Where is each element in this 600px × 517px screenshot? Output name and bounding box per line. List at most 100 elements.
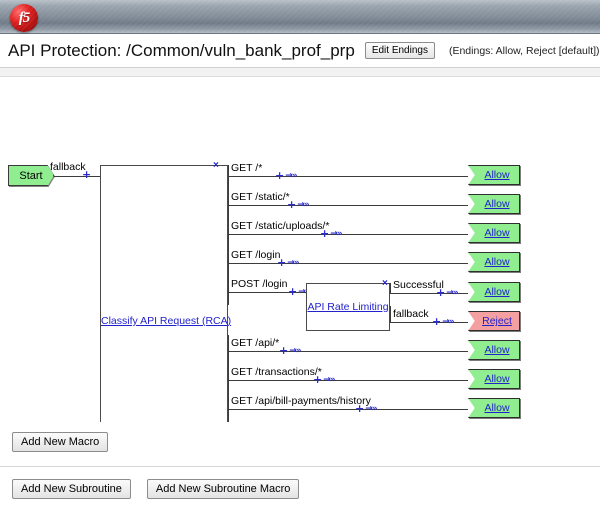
ending-shape[interactable]: Allow xyxy=(468,340,520,360)
ending-label[interactable]: Allow xyxy=(484,402,510,414)
branch-stub-4 xyxy=(228,247,229,276)
branch-line-8 xyxy=(228,409,468,410)
branch-line-3 xyxy=(228,234,468,235)
rl-branch-connector-1[interactable]: + →» xyxy=(436,286,459,299)
branch-stub-2 xyxy=(228,189,229,218)
add-new-macro-button[interactable]: Add New Macro xyxy=(12,432,109,452)
api-rate-limiting-box[interactable]: API Rate Limiting xyxy=(306,283,390,331)
ending-shape[interactable]: Allow xyxy=(468,223,520,243)
close-icon[interactable]: × xyxy=(213,160,219,171)
add-step-icon[interactable]: + xyxy=(275,169,285,182)
rl-branch-line-1 xyxy=(390,293,468,294)
start-branch-connector[interactable]: + xyxy=(82,168,92,181)
rl-branch-label-1: Successful xyxy=(393,279,444,291)
add-new-subroutine-button[interactable]: Add New Subroutine xyxy=(12,479,131,499)
ending-node-allow-2[interactable]: Allow xyxy=(468,194,520,214)
ending-label[interactable]: Allow xyxy=(484,169,510,181)
footer-actions: Add New Macro Add New Subroutine Add New… xyxy=(0,422,600,499)
title-underbar xyxy=(0,68,600,77)
add-step-icon[interactable]: + xyxy=(320,227,330,240)
branch-arrow-icon[interactable]: →» xyxy=(289,346,301,356)
branch-connector-5[interactable]: + →» xyxy=(288,285,311,298)
rl-branch-connector-2[interactable]: + →» xyxy=(432,315,455,328)
branch-connector-1[interactable]: + →» xyxy=(275,169,298,182)
start-to-box-line xyxy=(54,176,100,177)
branch-label-5: POST /login xyxy=(231,278,288,290)
add-step-icon[interactable]: + xyxy=(287,198,297,211)
ending-node-allow-3[interactable]: Allow xyxy=(468,223,520,243)
branch-arrow-icon[interactable]: →» xyxy=(442,317,454,327)
endings-summary-text: (Endings: Allow, Reject [default]) xyxy=(448,44,600,57)
branch-connector-7[interactable]: + →» xyxy=(313,373,336,386)
ending-shape[interactable]: Allow xyxy=(468,398,520,418)
ending-node-allow-4[interactable]: Allow xyxy=(468,252,520,272)
ending-node-allow-8[interactable]: Allow xyxy=(468,398,520,418)
ending-label[interactable]: Allow xyxy=(484,227,510,239)
branch-line-7 xyxy=(228,380,468,381)
ending-node-allow-5[interactable]: Allow xyxy=(468,282,520,302)
ending-shape[interactable]: Allow xyxy=(468,252,520,272)
branch-label-1: GET /* xyxy=(231,162,263,174)
branch-line-6 xyxy=(228,351,468,352)
add-step-icon[interactable]: + xyxy=(279,344,289,357)
branch-arrow-icon[interactable]: →» xyxy=(323,375,335,385)
ending-node-allow-1[interactable]: Allow xyxy=(468,165,520,185)
branch-connector-6[interactable]: + →» xyxy=(279,344,302,357)
f5-logo: f5 xyxy=(10,4,38,32)
branch-arrow-icon[interactable]: →» xyxy=(446,288,458,298)
macro-row: Add New Macro xyxy=(0,422,600,452)
ending-label[interactable]: Allow xyxy=(484,286,510,298)
ending-shape[interactable]: Allow xyxy=(468,282,520,302)
start-node-label: Start xyxy=(19,169,43,182)
api-rate-limiting-label[interactable]: API Rate Limiting xyxy=(307,301,389,313)
branch-arrow-icon[interactable]: →» xyxy=(297,200,309,210)
add-step-icon[interactable]: + xyxy=(313,373,323,386)
add-step-icon[interactable]: + xyxy=(82,168,92,181)
branch-arrow-icon[interactable]: →» xyxy=(285,171,297,181)
classify-api-request-label[interactable]: Classify API Request (RCA) xyxy=(101,315,232,327)
branch-connector-8[interactable]: + →» xyxy=(355,402,378,415)
branch-stub-5 xyxy=(228,276,229,305)
ending-shape[interactable]: Allow xyxy=(468,369,520,389)
ending-shape[interactable]: Reject xyxy=(468,311,520,331)
ending-shape[interactable]: Allow xyxy=(468,165,520,185)
add-step-icon[interactable]: + xyxy=(288,285,298,298)
branch-line-1 xyxy=(228,176,468,177)
ending-label[interactable]: Allow xyxy=(484,344,510,356)
branch-connector-2[interactable]: + →» xyxy=(287,198,310,211)
ending-label[interactable]: Reject xyxy=(482,315,512,327)
f5-logo-text: f5 xyxy=(18,9,30,26)
close-icon[interactable]: × xyxy=(382,278,388,289)
edit-endings-button[interactable]: Edit Endings xyxy=(364,42,435,59)
ending-label[interactable]: Allow xyxy=(484,373,510,385)
classify-api-request-box[interactable]: Classify API Request (RCA) xyxy=(100,165,232,422)
branch-arrow-icon[interactable]: →» xyxy=(330,229,342,239)
branch-arrow-icon[interactable]: →» xyxy=(287,258,299,268)
branch-label-2: GET /static/* xyxy=(231,191,290,203)
branch-connector-3[interactable]: + →» xyxy=(320,227,343,240)
ending-node-allow-6[interactable]: Allow xyxy=(468,340,520,360)
add-new-subroutine-macro-button[interactable]: Add New Subroutine Macro xyxy=(146,479,300,499)
branch-stub-7 xyxy=(228,364,229,393)
rl-branch-label-2: fallback xyxy=(393,308,429,320)
add-step-icon[interactable]: + xyxy=(436,286,446,299)
start-node-shape[interactable]: Start xyxy=(8,165,54,186)
page-title: API Protection: /Common/vuln_bank_prof_p… xyxy=(8,40,355,60)
add-step-icon[interactable]: + xyxy=(432,315,442,328)
ending-label[interactable]: Allow xyxy=(484,198,510,210)
ending-label[interactable]: Allow xyxy=(484,256,510,268)
add-step-icon[interactable]: + xyxy=(355,402,365,415)
ending-shape[interactable]: Allow xyxy=(468,194,520,214)
start-branch-label: fallback xyxy=(50,161,86,173)
ending-node-reject-1[interactable]: Reject xyxy=(468,311,520,331)
branch-stub-8 xyxy=(228,393,229,422)
branch-arrow-icon[interactable]: →» xyxy=(298,287,310,297)
branch-connector-4[interactable]: + →» xyxy=(277,256,300,269)
branch-line-2 xyxy=(228,205,468,206)
start-node[interactable]: Start xyxy=(8,165,54,186)
branch-arrow-icon[interactable]: →» xyxy=(365,404,377,414)
add-step-icon[interactable]: + xyxy=(277,256,287,269)
ending-node-allow-7[interactable]: Allow xyxy=(468,369,520,389)
rl-branch-line-2 xyxy=(390,322,468,323)
branch-line-5 xyxy=(228,292,306,293)
